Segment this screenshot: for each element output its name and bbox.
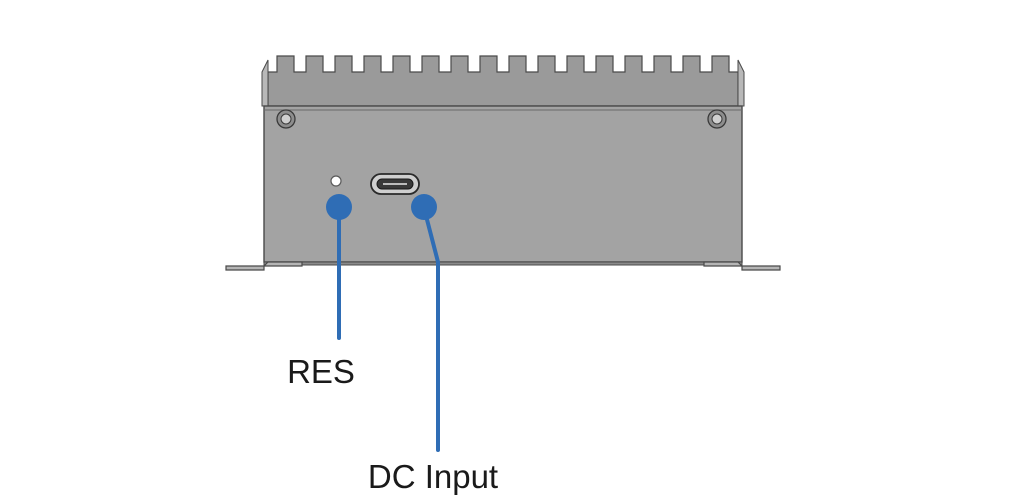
callout-dc-input: DC Input xyxy=(368,194,498,495)
callout-res-label: RES xyxy=(287,353,355,390)
heatsink-fin-row xyxy=(267,55,739,107)
callout-res-marker xyxy=(326,194,352,220)
mounting-base xyxy=(225,261,781,271)
usb-c-port xyxy=(370,173,420,195)
screw-right xyxy=(707,109,727,129)
heatsink-right-bevel xyxy=(737,59,745,107)
right-mounting-flange xyxy=(703,261,781,271)
heatsink-fins xyxy=(261,55,745,107)
reset-pinhole xyxy=(330,175,342,187)
screw-left xyxy=(276,109,296,129)
callout-dc-input-leader xyxy=(422,206,440,452)
heatsink-left-bevel xyxy=(261,59,269,107)
bottom-rail xyxy=(263,261,743,266)
callout-dc-input-marker xyxy=(411,194,437,220)
callout-res: RES xyxy=(287,194,355,390)
left-mounting-flange xyxy=(225,261,303,271)
callout-dc-input-label: DC Input xyxy=(368,458,498,495)
front-panel xyxy=(263,105,743,263)
